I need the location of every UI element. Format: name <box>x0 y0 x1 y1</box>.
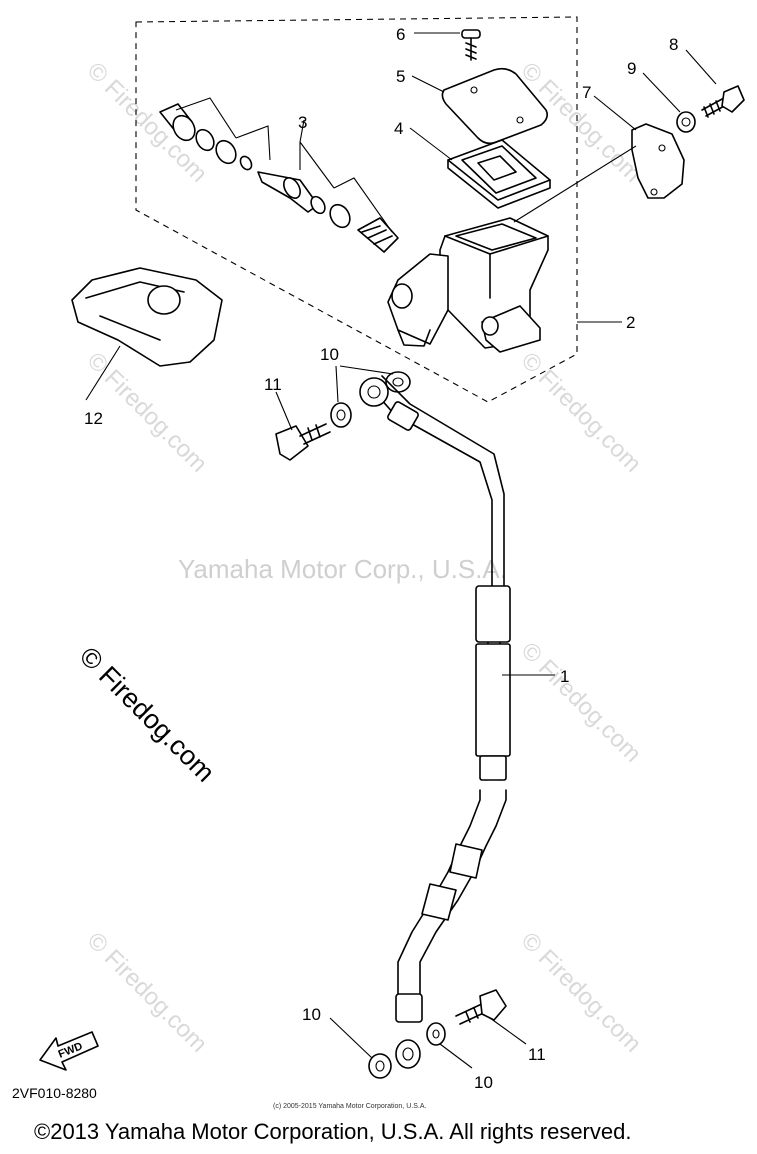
washer-10-bottom-right <box>426 1022 446 1046</box>
watermark-firedog-dark: © Firedog.com <box>74 641 221 788</box>
callout-10-bottom-right: 10 <box>474 1073 493 1092</box>
callout-8: 8 <box>669 35 678 54</box>
master-cylinder-body-2 <box>387 217 549 353</box>
callout-1: 1 <box>560 667 569 686</box>
diaphragm-4 <box>447 139 551 209</box>
washer-10-left <box>330 402 352 428</box>
callout-5: 5 <box>396 67 405 86</box>
callout-10-bottom-left: 10 <box>302 1005 321 1024</box>
watermark-yamaha: Yamaha Motor Corp., U.S.A. <box>178 554 507 584</box>
watermark-firedog: © Firedog.com <box>516 347 647 478</box>
callout-9: 9 <box>627 59 636 78</box>
callout-3: 3 <box>298 113 307 132</box>
washer-10-bottom-left <box>368 1053 392 1079</box>
callout-numbers: 6 5 4 3 7 9 8 2 10 11 12 1 10 11 10 <box>84 25 678 1092</box>
copyright-notice: ©2013 Yamaha Motor Corporation, U.S.A. A… <box>34 1119 631 1144</box>
lever-cover-12 <box>71 267 223 367</box>
washer-10-top <box>385 371 411 393</box>
callout-2: 2 <box>626 313 635 332</box>
callout-12: 12 <box>84 409 103 428</box>
lever-holder-7 <box>631 123 685 199</box>
small-credit: (c) 2005-2015 Yamaha Motor Corporation, … <box>273 1103 426 1110</box>
part-code: 2VF010-8280 <box>12 1085 97 1101</box>
callout-11-bottom: 11 <box>528 1045 546 1064</box>
callout-11-top: 11 <box>264 375 282 394</box>
callout-4: 4 <box>394 119 403 138</box>
watermarks: © Firedog.com © Firedog.com © Firedog.co… <box>74 57 647 1058</box>
brake-hose-1 <box>359 375 511 1069</box>
master-cylinder-assembly-box <box>135 16 578 403</box>
piston-kit-3 <box>159 97 399 253</box>
union-bolt-11-top <box>275 423 331 461</box>
reservoir-cap-5 <box>441 67 548 145</box>
watermark-firedog: © Firedog.com <box>82 927 213 1058</box>
fwd-arrow: FWD <box>39 1031 99 1071</box>
callout-10-top: 10 <box>320 345 339 364</box>
callout-6: 6 <box>396 25 405 44</box>
washer-9 <box>676 111 696 133</box>
watermark-firedog: © Firedog.com <box>516 637 647 768</box>
union-bolt-11-bottom <box>455 989 507 1025</box>
screw-6 <box>461 29 481 61</box>
watermark-firedog: © Firedog.com <box>516 927 647 1058</box>
bolt-8 <box>701 85 745 118</box>
callout-7: 7 <box>582 83 591 102</box>
